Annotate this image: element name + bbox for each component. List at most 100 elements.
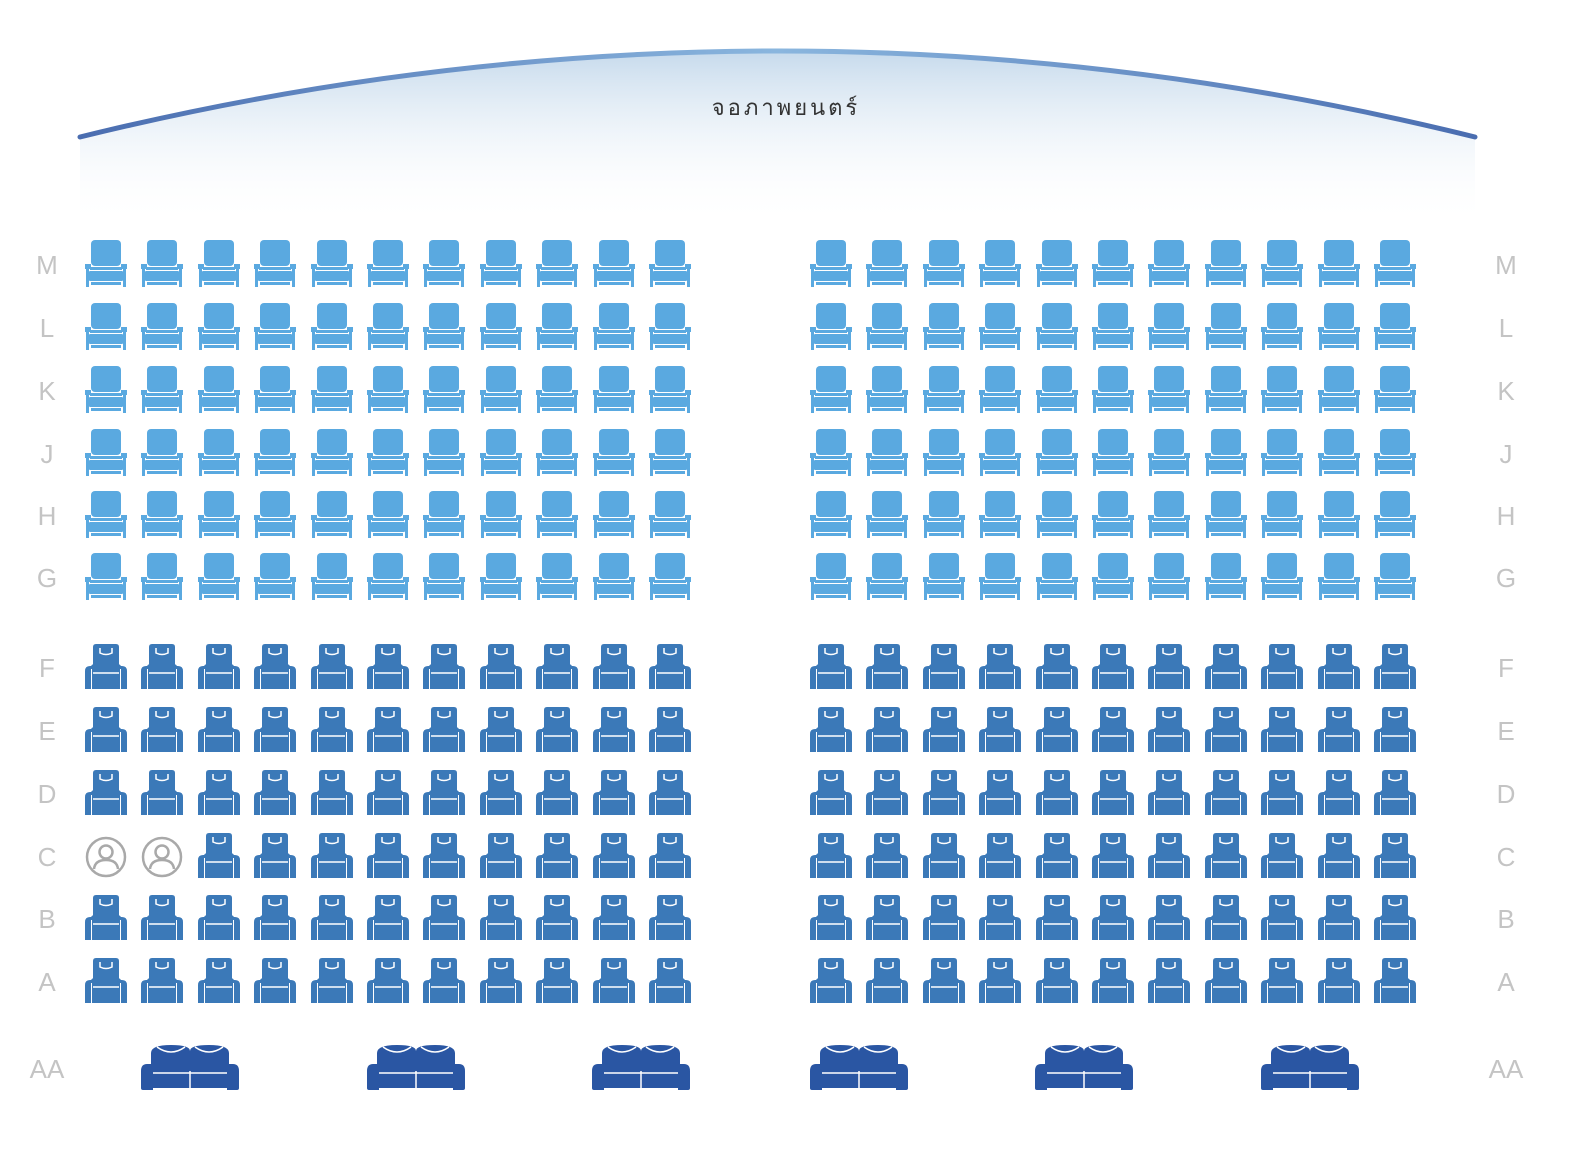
seat-B-3[interactable]: [197, 894, 240, 942]
seat-B-5[interactable]: [310, 894, 353, 942]
seat-C-17[interactable]: [1092, 832, 1134, 880]
seat-L-1[interactable]: [85, 303, 127, 351]
seat-L-3[interactable]: [197, 303, 240, 351]
seat-B-19[interactable]: [1204, 894, 1247, 942]
seat-F-6[interactable]: [367, 643, 409, 691]
seat-E-13[interactable]: [866, 706, 909, 754]
seat-F-2[interactable]: [141, 643, 184, 691]
seat-B-10[interactable]: [592, 894, 635, 942]
seat-K-9[interactable]: [536, 366, 579, 414]
seat-C-3[interactable]: [197, 832, 240, 880]
seat-E-21[interactable]: [1317, 706, 1360, 754]
seat-G-7[interactable]: [423, 553, 466, 601]
seat-L-10[interactable]: [592, 303, 635, 351]
seat-K-10[interactable]: [592, 366, 635, 414]
seat-B-14[interactable]: [922, 894, 965, 942]
seat-B-2[interactable]: [141, 894, 184, 942]
sofa-seat-AA-2[interactable]: [367, 1043, 465, 1093]
seat-M-7[interactable]: [423, 240, 466, 288]
seat-J-20[interactable]: [1261, 429, 1304, 477]
seat-D-21[interactable]: [1317, 769, 1360, 817]
seat-E-4[interactable]: [254, 706, 297, 754]
seat-E-17[interactable]: [1092, 706, 1134, 754]
seat-K-3[interactable]: [197, 366, 240, 414]
seat-K-15[interactable]: [979, 366, 1022, 414]
seat-D-10[interactable]: [592, 769, 635, 817]
seat-D-12[interactable]: [810, 769, 852, 817]
seat-G-19[interactable]: [1204, 553, 1247, 601]
seat-F-1[interactable]: [85, 643, 127, 691]
seat-J-13[interactable]: [866, 429, 909, 477]
seat-H-20[interactable]: [1261, 491, 1304, 539]
seat-J-11[interactable]: [649, 429, 691, 477]
seat-G-12[interactable]: [810, 553, 852, 601]
seat-J-14[interactable]: [922, 429, 965, 477]
seat-A-1[interactable]: [85, 957, 127, 1005]
seat-E-8[interactable]: [479, 706, 522, 754]
seat-J-17[interactable]: [1092, 429, 1134, 477]
sofa-seat-AA-4[interactable]: [810, 1043, 908, 1093]
seat-L-16[interactable]: [1035, 303, 1078, 351]
seat-M-16[interactable]: [1035, 240, 1078, 288]
seat-E-19[interactable]: [1204, 706, 1247, 754]
seat-D-20[interactable]: [1261, 769, 1304, 817]
seat-D-4[interactable]: [254, 769, 297, 817]
seat-F-22[interactable]: [1374, 643, 1416, 691]
seat-K-11[interactable]: [649, 366, 691, 414]
seat-E-3[interactable]: [197, 706, 240, 754]
occupied-seat-C-1[interactable]: [85, 836, 127, 878]
seat-C-6[interactable]: [367, 832, 409, 880]
seat-B-15[interactable]: [979, 894, 1022, 942]
seat-D-9[interactable]: [536, 769, 579, 817]
seat-G-11[interactable]: [649, 553, 691, 601]
seat-F-15[interactable]: [979, 643, 1022, 691]
seat-L-6[interactable]: [367, 303, 409, 351]
seat-K-12[interactable]: [810, 366, 852, 414]
seat-J-9[interactable]: [536, 429, 579, 477]
seat-B-9[interactable]: [536, 894, 579, 942]
seat-G-18[interactable]: [1148, 553, 1191, 601]
seat-K-19[interactable]: [1204, 366, 1247, 414]
seat-M-12[interactable]: [810, 240, 852, 288]
seat-G-10[interactable]: [592, 553, 635, 601]
seat-C-18[interactable]: [1148, 832, 1191, 880]
seat-G-3[interactable]: [197, 553, 240, 601]
seat-B-21[interactable]: [1317, 894, 1360, 942]
seat-H-2[interactable]: [141, 491, 184, 539]
seat-J-21[interactable]: [1317, 429, 1360, 477]
seat-M-20[interactable]: [1261, 240, 1304, 288]
seat-G-17[interactable]: [1092, 553, 1134, 601]
seat-H-11[interactable]: [649, 491, 691, 539]
seat-G-14[interactable]: [922, 553, 965, 601]
seat-M-4[interactable]: [254, 240, 297, 288]
seat-C-14[interactable]: [922, 832, 965, 880]
seat-H-14[interactable]: [922, 491, 965, 539]
seat-H-7[interactable]: [423, 491, 466, 539]
seat-B-11[interactable]: [649, 894, 691, 942]
seat-G-5[interactable]: [310, 553, 353, 601]
seat-A-22[interactable]: [1374, 957, 1416, 1005]
seat-L-5[interactable]: [310, 303, 353, 351]
seat-M-10[interactable]: [592, 240, 635, 288]
seat-D-5[interactable]: [310, 769, 353, 817]
seat-H-1[interactable]: [85, 491, 127, 539]
seat-A-15[interactable]: [979, 957, 1022, 1005]
seat-L-12[interactable]: [810, 303, 852, 351]
seat-C-7[interactable]: [423, 832, 466, 880]
seat-H-12[interactable]: [810, 491, 852, 539]
seat-J-19[interactable]: [1204, 429, 1247, 477]
seat-G-2[interactable]: [141, 553, 184, 601]
seat-F-14[interactable]: [922, 643, 965, 691]
seat-B-8[interactable]: [479, 894, 522, 942]
seat-H-4[interactable]: [254, 491, 297, 539]
seat-D-8[interactable]: [479, 769, 522, 817]
seat-M-2[interactable]: [141, 240, 184, 288]
seat-A-13[interactable]: [866, 957, 909, 1005]
seat-B-4[interactable]: [254, 894, 297, 942]
seat-C-21[interactable]: [1317, 832, 1360, 880]
seat-M-18[interactable]: [1148, 240, 1191, 288]
seat-J-3[interactable]: [197, 429, 240, 477]
seat-L-9[interactable]: [536, 303, 579, 351]
seat-E-12[interactable]: [810, 706, 852, 754]
seat-K-4[interactable]: [254, 366, 297, 414]
